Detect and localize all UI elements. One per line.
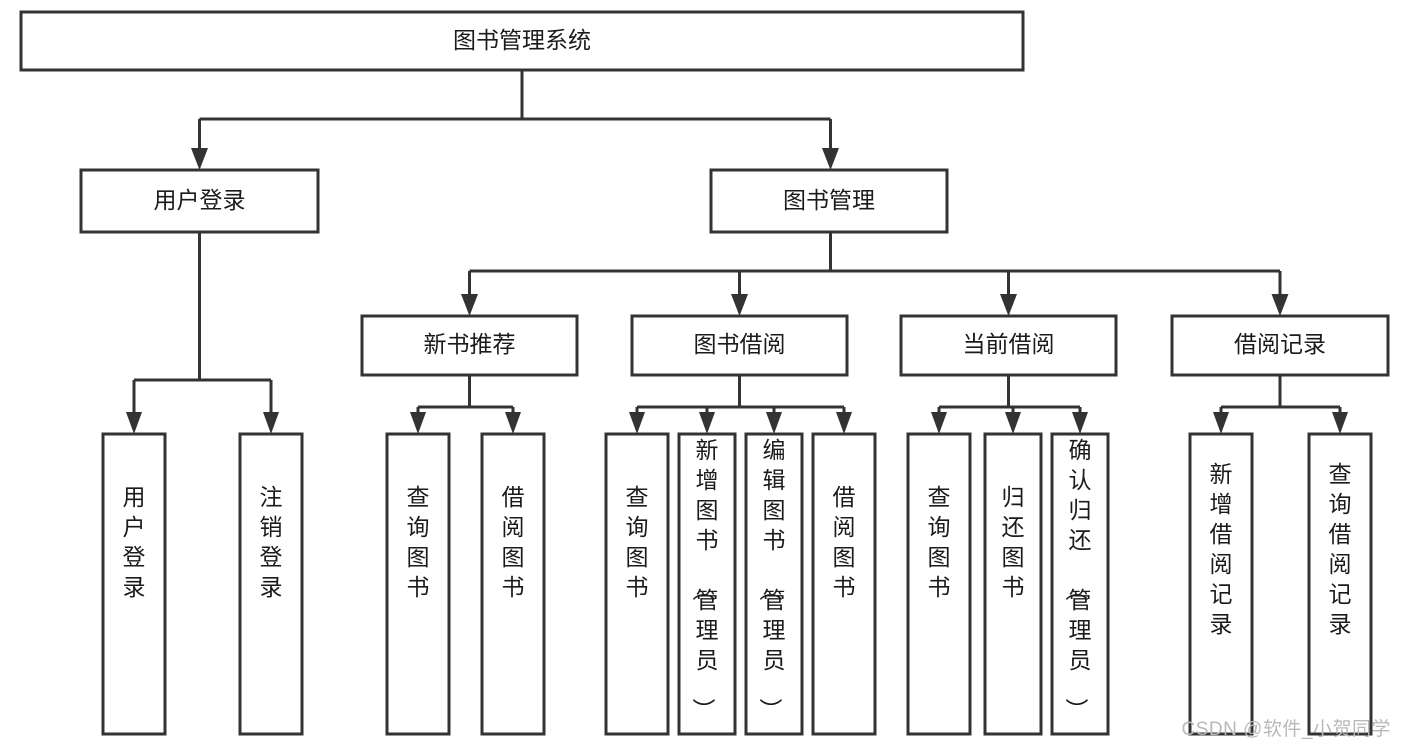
node-newbook[interactable]: 新书推荐 (360, 314, 579, 377)
arrow-head-leaf-13 (1332, 412, 1348, 434)
arrow-head-bookmgmt (822, 148, 839, 170)
node-label-newbook: 新书推荐 (424, 331, 516, 357)
node-box-leaf-4[interactable] (480, 432, 546, 736)
node-box-leaf-11[interactable] (1050, 432, 1110, 736)
node-box-records[interactable] (1170, 314, 1390, 377)
node-box-current[interactable] (899, 314, 1118, 377)
node-label-leaf-12: 新增借阅记录 (1210, 461, 1233, 637)
node-leaf-7[interactable]: 编辑图书（管理员） (744, 432, 804, 736)
node-box-leaf-1[interactable] (101, 432, 167, 736)
arrow-head-leaf-2 (263, 412, 279, 434)
node-borrow[interactable]: 图书借阅 (630, 314, 849, 377)
node-box-root[interactable] (19, 10, 1025, 72)
node-current[interactable]: 当前借阅 (899, 314, 1118, 377)
node-label-records: 借阅记录 (1234, 331, 1326, 357)
node-login[interactable]: 用户登录 (79, 168, 320, 234)
arrow-head-records (1271, 294, 1289, 316)
node-leaf-6[interactable]: 新增图书（管理员） (677, 432, 737, 736)
node-leaf-1[interactable]: 用户登录 (101, 432, 167, 736)
node-box-leaf-10[interactable] (983, 432, 1043, 736)
node-label-leaf-10: 归还图书 (1002, 484, 1025, 600)
node-box-leaf-2[interactable] (238, 432, 304, 736)
arrow-head-login (191, 148, 208, 170)
arrow-head-leaf-12 (1213, 412, 1229, 434)
node-label-leaf-13: 查询借阅记录 (1329, 461, 1352, 637)
arrow-head-leaf-5 (629, 412, 645, 434)
arrow-head-leaf-10 (1005, 412, 1021, 434)
arrow-head-newbook (461, 294, 478, 316)
arrow-head-leaf-3 (410, 412, 426, 434)
node-label-leaf-9: 查询图书 (928, 484, 951, 600)
node-bookmgmt[interactable]: 图书管理 (709, 168, 949, 234)
node-box-leaf-6[interactable] (677, 432, 737, 736)
node-leaf-3[interactable]: 查询图书 (385, 432, 451, 736)
node-box-leaf-12[interactable] (1188, 432, 1254, 736)
node-box-newbook[interactable] (360, 314, 579, 377)
connector-layer (126, 70, 1348, 434)
node-records[interactable]: 借阅记录 (1170, 314, 1390, 377)
node-box-leaf-5[interactable] (604, 432, 670, 736)
node-label-bookmgmt: 图书管理 (783, 187, 875, 213)
node-box-leaf-8[interactable] (811, 432, 877, 736)
node-label-leaf-11: 确认归还（管理员） (1064, 437, 1092, 721)
node-leaf-2[interactable]: 注销登录 (238, 432, 304, 736)
node-label-login: 用户登录 (154, 187, 246, 213)
node-label-leaf-8: 借阅图书 (833, 484, 856, 600)
arrow-head-leaf-11 (1072, 412, 1088, 434)
arrow-head-leaf-1 (126, 412, 142, 434)
node-label-leaf-6: 新增图书（管理员） (691, 437, 719, 721)
node-box-borrow[interactable] (630, 314, 849, 377)
arrow-head-leaf-4 (505, 412, 521, 434)
node-label-leaf-1: 用户登录 (123, 484, 146, 600)
arrow-head-borrow (731, 294, 748, 316)
node-label-borrow: 图书借阅 (694, 331, 786, 357)
node-leaf-5[interactable]: 查询图书 (604, 432, 670, 736)
node-box-leaf-7[interactable] (744, 432, 804, 736)
node-label-leaf-3: 查询图书 (407, 484, 430, 600)
node-label-current: 当前借阅 (963, 331, 1055, 357)
arrow-head-leaf-6 (699, 412, 715, 434)
node-box-leaf-13[interactable] (1307, 432, 1373, 736)
node-label-leaf-2: 注销登录 (260, 484, 283, 600)
node-leaf-8[interactable]: 借阅图书 (811, 432, 877, 736)
node-label-root: 图书管理系统 (453, 27, 591, 53)
node-leaf-10[interactable]: 归还图书 (983, 432, 1043, 736)
node-label-leaf-5: 查询图书 (626, 484, 649, 600)
node-leaf-12[interactable]: 新增借阅记录 (1188, 432, 1254, 736)
arrow-head-leaf-8 (836, 412, 852, 434)
node-leaf-13[interactable]: 查询借阅记录 (1307, 432, 1373, 736)
node-label-leaf-4: 借阅图书 (502, 484, 525, 600)
node-box-leaf-3[interactable] (385, 432, 451, 736)
node-leaf-11[interactable]: 确认归还（管理员） (1050, 432, 1110, 736)
node-root[interactable]: 图书管理系统 (19, 10, 1025, 72)
arrow-head-leaf-9 (931, 412, 947, 434)
node-box-bookmgmt[interactable] (709, 168, 949, 234)
node-leaf-9[interactable]: 查询图书 (906, 432, 972, 736)
node-leaf-4[interactable]: 借阅图书 (480, 432, 546, 736)
node-box-leaf-9[interactable] (906, 432, 972, 736)
arrow-head-leaf-7 (766, 412, 782, 434)
node-label-leaf-7: 编辑图书（管理员） (758, 437, 786, 721)
arrow-head-current (1000, 294, 1017, 316)
node-box-login[interactable] (79, 168, 320, 234)
